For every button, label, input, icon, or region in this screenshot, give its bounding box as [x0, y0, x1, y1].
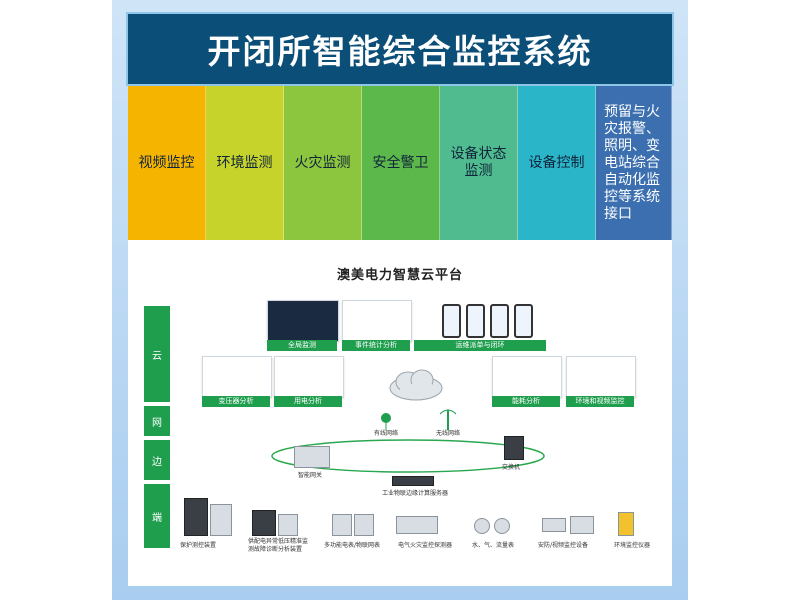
module-label: 视频监控 [138, 154, 195, 171]
module-fire-monitoring: 火灾监测 [284, 86, 362, 240]
network-icons [381, 409, 457, 430]
power-analysis-thumbnail [274, 356, 344, 398]
module-system-interfaces: 预留与火灾报警、照明、变电站综合自动化监控等系统接口 [596, 86, 672, 240]
device-label-low-voltage: 供配电异常低压精准监测故障诊断分析装置 [248, 538, 309, 553]
wired-network-label: 有线网络 [374, 430, 399, 437]
layer-label: 端 [152, 512, 162, 524]
layer-label: 云 [152, 350, 162, 362]
module-equipment-status: 设备状态监测 [440, 86, 518, 240]
module-label: 安全警卫 [372, 154, 429, 171]
smart-gateway-label: 智能网关 [298, 472, 323, 479]
module-label: 火灾监测 [294, 154, 351, 171]
multifunction-meter [332, 514, 352, 536]
tag-event-statistics: 事件统计分析 [342, 340, 410, 351]
device-label-meters: 多功能电表/物联网表 [324, 542, 381, 549]
layer-edge: 边 [144, 440, 170, 480]
module-security: 安全警卫 [362, 86, 440, 240]
energy-analysis-thumbnail [492, 356, 562, 398]
tag-transformer-analysis: 变压器分析 [202, 396, 270, 407]
env-video-thumbnail [566, 356, 636, 398]
phone-icon [514, 304, 533, 338]
edge-ring [271, 439, 545, 473]
phone-icon [490, 304, 509, 338]
module-label: 预留与火灾报警、照明、变电站综合自动化监控等系统接口 [604, 103, 660, 222]
phone-icon [466, 304, 485, 338]
camera-device [542, 518, 566, 532]
switch-device [504, 436, 524, 460]
camera-device [570, 516, 594, 534]
dashboard-thumbnail [267, 300, 339, 342]
layer-network: 网 [144, 406, 170, 436]
flow-meter-device [474, 518, 490, 534]
device-label-environment: 环境监控仪器 [614, 542, 651, 549]
phone-icon [442, 304, 461, 338]
device-label-flow: 水、气、流量表 [472, 542, 515, 549]
layer-terminal: 端 [144, 484, 170, 548]
transformer-analysis-thumbnail [202, 356, 272, 398]
module-label: 设备状态监测 [450, 146, 507, 179]
cloud-platform-diagram: 澳美电力智慧云平台 云 网 边 端 全局监测 事件统计分析 运维派单与闭环 变压… [128, 240, 672, 586]
switch-label: 交换机 [502, 464, 521, 471]
page-title: 开闭所智能综合监控系统 [207, 32, 593, 71]
layer-label: 边 [152, 456, 162, 468]
module-label: 环境监测 [216, 154, 273, 171]
device-label-security: 安防/视频监控设备 [538, 542, 589, 549]
tag-maintenance-dispatch: 运维派单与闭环 [414, 340, 546, 351]
low-voltage-monitor-device [278, 514, 298, 536]
title-banner: 开闭所智能综合监控系统 [126, 12, 674, 86]
flow-meter-device [494, 518, 510, 534]
layer-cloud: 云 [144, 306, 170, 402]
layer-label: 网 [152, 417, 162, 429]
platform-title: 澳美电力智慧云平台 [336, 268, 463, 283]
environment-sensor [618, 512, 634, 536]
device-label-protection: 保护测控装置 [180, 542, 217, 549]
tag-global-monitoring: 全局监测 [267, 340, 337, 351]
tag-env-video-monitoring: 环境和视频监控 [566, 396, 634, 407]
module-environment-monitoring: 环境监测 [206, 86, 284, 240]
fire-detector-device [396, 516, 438, 534]
protection-device [184, 498, 208, 536]
module-label: 设备控制 [528, 154, 585, 171]
device-label-fire: 电气火灾监控探测器 [398, 542, 453, 549]
wireless-network-label: 无线网络 [436, 430, 461, 437]
event-stats-thumbnail [342, 300, 412, 342]
smart-gateway-device [294, 446, 330, 468]
edge-server-device [392, 476, 434, 486]
tag-power-analysis: 用电分析 [274, 396, 342, 407]
module-equipment-control: 设备控制 [518, 86, 596, 240]
protection-device [210, 504, 232, 536]
cloud-icon [389, 369, 443, 401]
low-voltage-monitor-device [252, 510, 276, 536]
module-video-monitoring: 视频监控 [128, 86, 206, 240]
tag-energy-analysis: 能耗分析 [492, 396, 560, 407]
multifunction-meter [354, 514, 374, 536]
module-bar: 视频监控 环境监测 火灾监测 安全警卫 设备状态监测 设备控制 预留与火灾报警、… [128, 86, 672, 240]
edge-server-label: 工业物联边缘计算服务器 [382, 490, 449, 497]
